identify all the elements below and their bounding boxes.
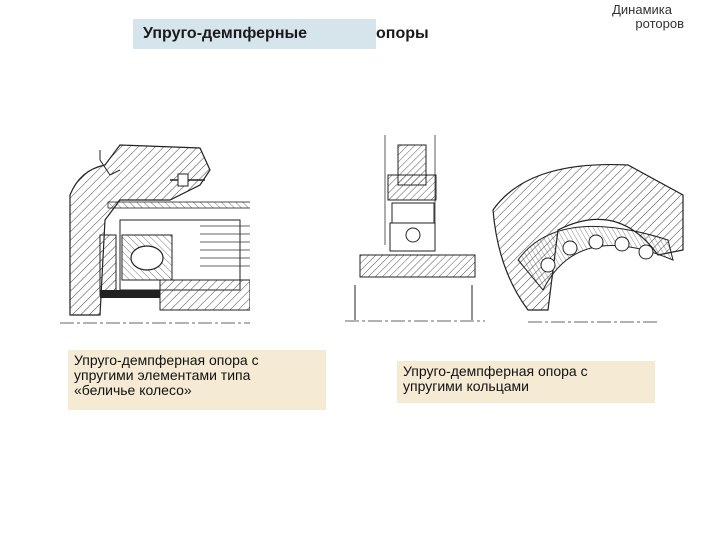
caption-left-line2: упругими элементами типа <box>74 367 251 383</box>
caption-right-line1: Упруго-демпферная опора с <box>403 363 588 379</box>
squirrel-cage-support-drawing <box>60 144 250 324</box>
slide-title-part2: опоры <box>376 25 429 42</box>
course-label: Динамика роторов <box>612 2 684 31</box>
caption-squirrel-cage: Упруго-демпферная опора с упругими элеме… <box>68 350 326 410</box>
caption-right-line2: упругими кольцами <box>403 378 529 394</box>
course-label-line1: Динамика <box>612 2 672 17</box>
slide-title-rest: опоры <box>376 19 429 49</box>
caption-left-line3: «беличье колесо» <box>74 382 192 398</box>
caption-left-line1: Упруго-демпферная опора с <box>74 352 259 368</box>
caption-elastic-rings: Упруго-демпферная опора с упругими кольц… <box>397 361 655 403</box>
slide-title-highlight: Упруго-демпферные <box>133 19 376 49</box>
slide-title-part1: Упруго-демпферные <box>143 25 308 42</box>
elastic-ring-support-drawing <box>345 135 485 322</box>
course-label-line2: роторов <box>635 16 684 31</box>
bearing-section-drawing <box>492 163 684 323</box>
